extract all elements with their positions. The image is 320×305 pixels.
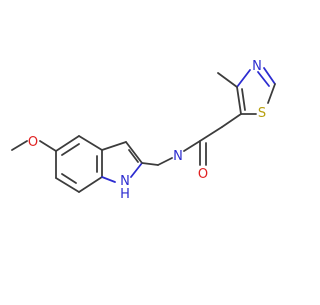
- amide-nitrogen-label: N: [173, 149, 183, 164]
- thiazole-ring: [236, 67, 276, 115]
- ch2-bond-1: [141, 162, 159, 166]
- n-carbonyl-bond: [183, 140, 201, 152]
- carbonyl-ch2-bond: [199, 126, 223, 142]
- o-aryl-bond: [39, 140, 57, 152]
- indole-nitrogen-label: N: [120, 174, 130, 189]
- molecule-drawing: O N O N H N S: [11, 59, 276, 202]
- indole-benzene-ring: [55, 135, 103, 193]
- indole-hydrogen-label: H: [120, 187, 130, 202]
- methyl-o-bond: [11, 140, 28, 151]
- thiazole-nitrogen-label: N: [252, 59, 262, 74]
- thiazole-sulfur-label: S: [258, 106, 266, 121]
- indole-pyrrole-ring: [101, 141, 143, 183]
- ch2-n-bond: [157, 157, 173, 166]
- carbonyl-oxygen-label: O: [198, 167, 208, 182]
- structure-canvas: O N O N H N S: [11, 59, 276, 202]
- ch2-ch2-bond: [221, 113, 242, 128]
- ring-methyl-bond: [217, 72, 238, 88]
- methoxy-oxygen-label: O: [28, 135, 38, 150]
